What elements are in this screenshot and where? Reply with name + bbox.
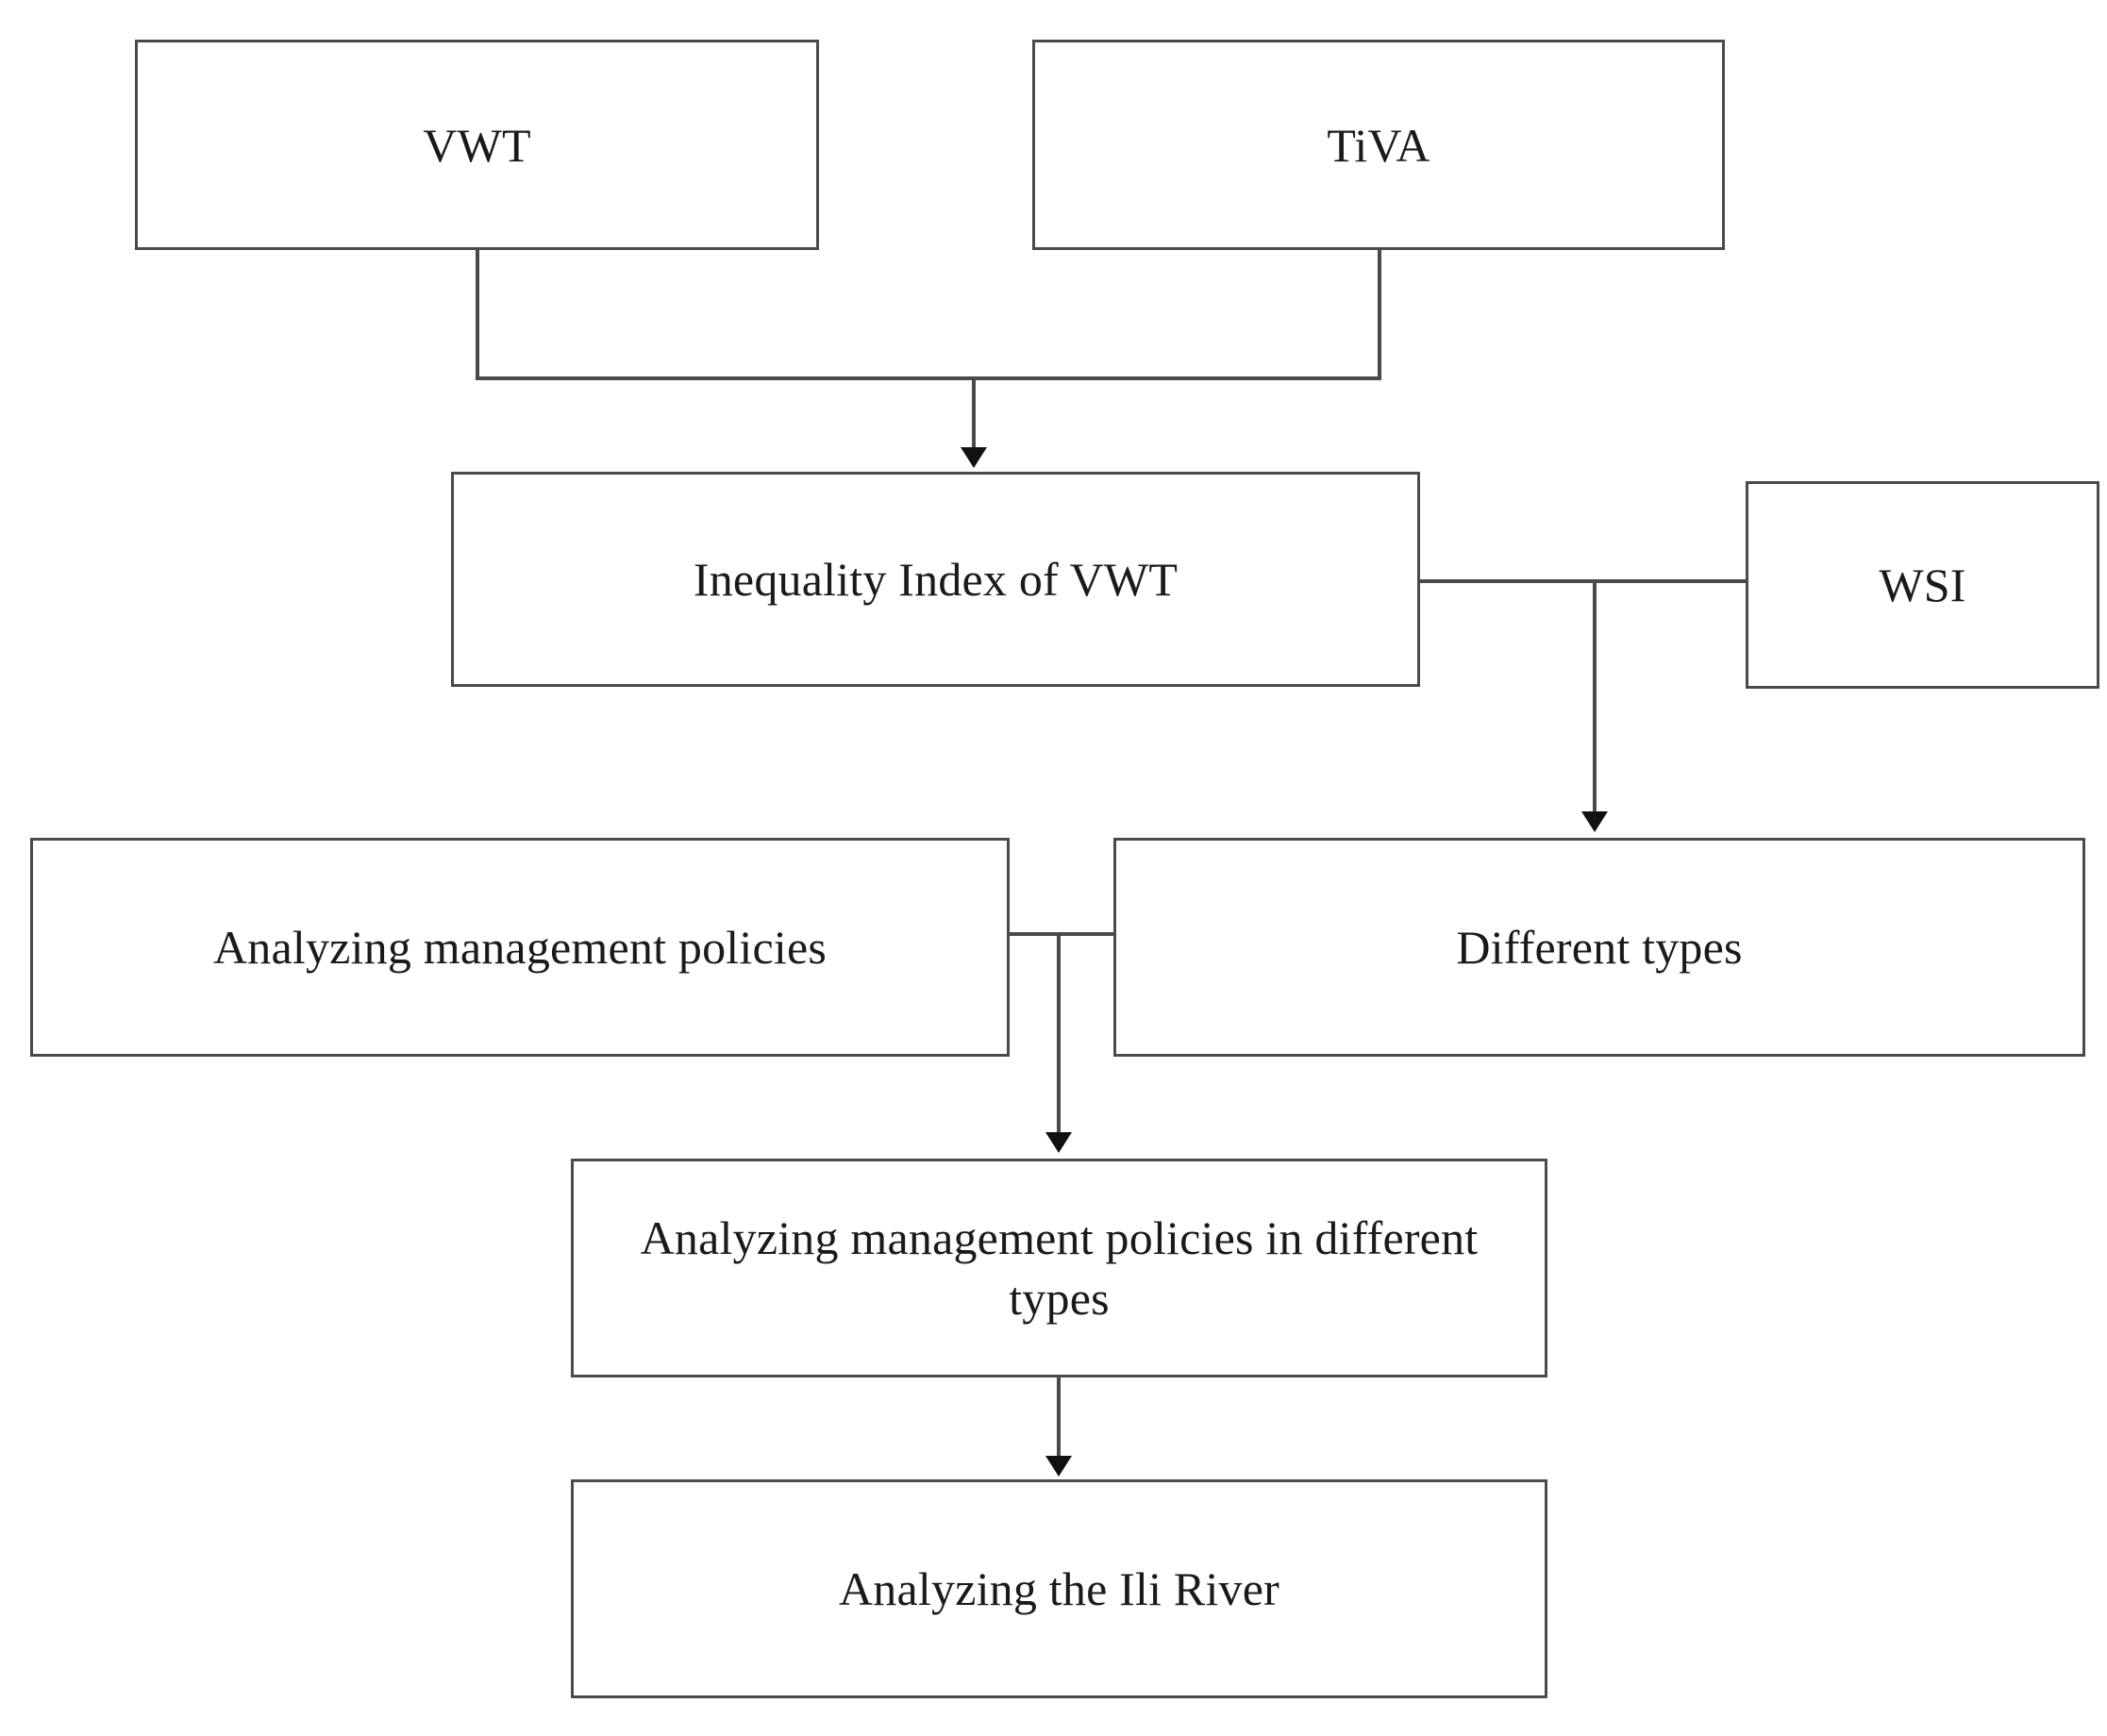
connector-wsi-branch-drop <box>1593 579 1597 813</box>
node-tiva[interactable]: TiVA <box>1032 40 1725 250</box>
arrowhead-to-ili <box>1045 1456 1072 1477</box>
node-analyzing-the-ili-river-label: Analyzing the Ili River <box>839 1562 1279 1615</box>
node-analyzing-the-ili-river[interactable]: Analyzing the Ili River <box>571 1479 1547 1698</box>
node-vwt-label: VWT <box>423 118 531 172</box>
connector-to-ili <box>1057 1376 1061 1459</box>
connector-to-policies-types <box>1057 932 1061 1135</box>
node-wsi[interactable]: WSI <box>1746 481 2099 689</box>
node-tiva-label: TiVA <box>1327 118 1430 172</box>
connector-tiva-drop <box>1378 248 1381 380</box>
connector-to-inequality <box>972 376 976 450</box>
arrowhead-to-different-types <box>1581 811 1608 832</box>
node-analyzing-management-policies-in-different-types-label: Analyzing management policies in differe… <box>640 1211 1479 1325</box>
connector-merge-bar-top <box>476 376 1381 380</box>
node-wsi-label: WSI <box>1879 559 1966 611</box>
arrowhead-to-inequality <box>961 447 987 468</box>
node-inequality-index-of-vwt-label: Inequality Index of VWT <box>693 553 1179 606</box>
node-analyzing-management-policies[interactable]: Analyzing management policies <box>30 838 1010 1057</box>
arrowhead-to-policies-types <box>1045 1132 1072 1153</box>
connector-inequality-to-wsi <box>1418 579 1748 583</box>
node-vwt[interactable]: VWT <box>135 40 819 250</box>
node-different-types-label: Different types <box>1456 921 1743 974</box>
node-inequality-index-of-vwt[interactable]: Inequality Index of VWT <box>451 472 1420 687</box>
node-different-types[interactable]: Different types <box>1113 838 2085 1057</box>
connector-vwt-drop <box>476 248 479 380</box>
node-analyzing-management-policies-in-different-types[interactable]: Analyzing management policies in differe… <box>571 1159 1547 1377</box>
connector-merge-bar-middle <box>1002 932 1121 936</box>
node-analyzing-management-policies-label: Analyzing management policies <box>212 921 828 974</box>
